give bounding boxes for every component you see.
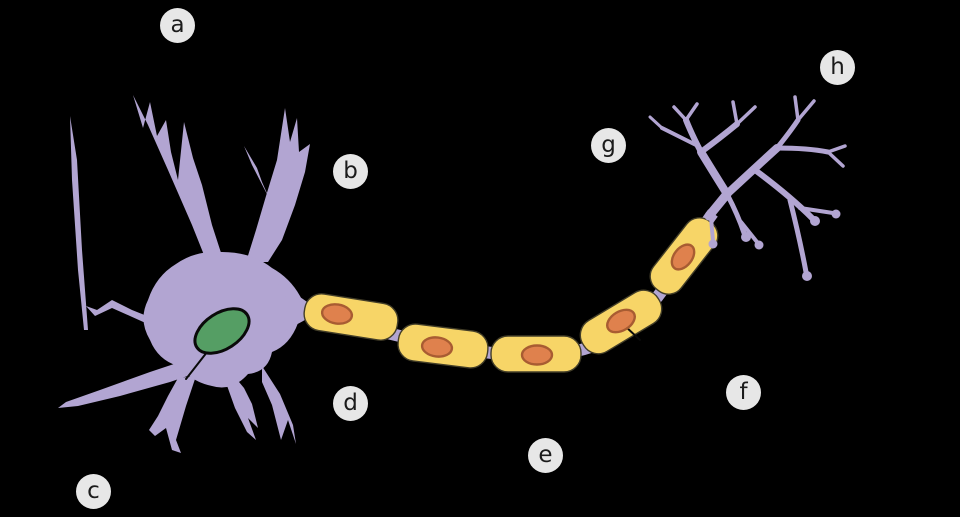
label-g: g [591, 128, 626, 163]
label-h-letter: h [830, 54, 845, 80]
axon-hillock [278, 284, 318, 334]
label-e-letter: e [538, 442, 553, 468]
schwann-nucleus [320, 303, 354, 325]
label-a-letter: a [170, 12, 185, 38]
myelin-sheath [303, 217, 719, 373]
schwann-nucleus [520, 344, 554, 366]
axon-terminal [648, 95, 847, 281]
label-h: h [820, 50, 855, 85]
schwann-nucleus [420, 336, 454, 358]
label-c: c [76, 474, 111, 509]
label-b: b [333, 154, 368, 189]
label-e: e [528, 438, 563, 473]
label-d: d [333, 386, 368, 421]
label-d-letter: d [343, 390, 358, 416]
label-b-letter: b [343, 158, 358, 184]
schwann-nucleus [606, 308, 636, 334]
label-f: f [726, 375, 761, 410]
cell-nucleus [185, 307, 251, 380]
dendrites [58, 95, 310, 453]
label-f-letter: f [739, 379, 748, 405]
schwann-nucleus [670, 243, 696, 271]
label-a: a [160, 8, 195, 43]
label-c-letter: c [87, 478, 100, 504]
label-g-letter: g [601, 132, 616, 158]
